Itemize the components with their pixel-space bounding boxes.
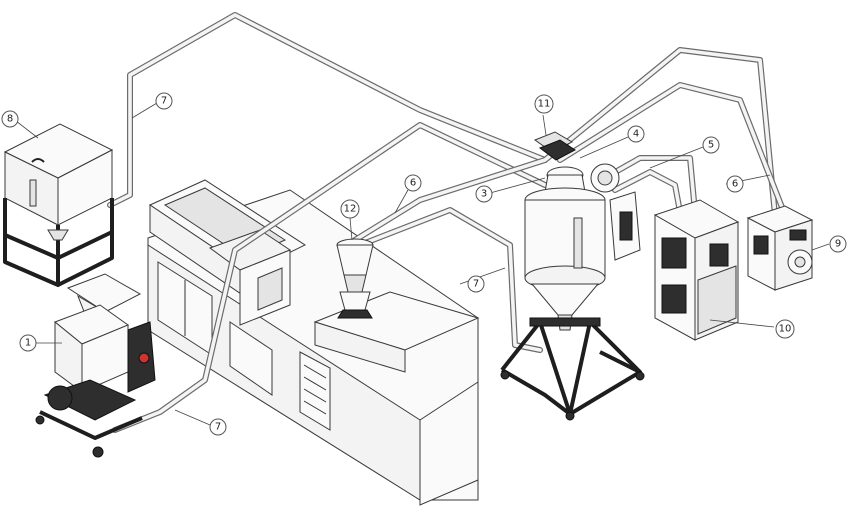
- callout-7-middle: 7: [467, 275, 485, 293]
- callout-label: 4: [633, 129, 639, 140]
- callout-8: 8: [1, 110, 19, 128]
- machine-hopper-loader: [336, 238, 374, 319]
- callout-label: 10: [779, 324, 792, 335]
- callout-6-top: 6: [404, 174, 422, 192]
- vacuum-blower: [746, 205, 814, 291]
- callout-12: 12: [340, 199, 360, 219]
- callout-3: 3: [475, 185, 493, 203]
- callout-9: 9: [829, 235, 847, 253]
- dehumidifier: [653, 199, 740, 341]
- callout-label: 9: [835, 239, 841, 250]
- granulator: [35, 273, 156, 458]
- callout-1: 1: [19, 334, 37, 352]
- callout-label: 5: [708, 140, 714, 151]
- callout-label: 7: [161, 96, 167, 107]
- conveying-pipes: [107, 12, 788, 433]
- callout-label: 8: [7, 114, 13, 125]
- callout-label: 1: [25, 338, 31, 349]
- callout-6-right: 6: [726, 175, 744, 193]
- callout-7-top: 7: [155, 92, 173, 110]
- callout-label: 12: [344, 204, 357, 215]
- callout-10: 10: [775, 319, 795, 339]
- callout-4: 4: [627, 125, 645, 143]
- callout-label: 11: [538, 99, 551, 110]
- leader-lines: [15, 102, 830, 426]
- callout-label: 7: [473, 279, 479, 290]
- injection-molding-machine: [147, 179, 480, 506]
- callout-label: 3: [481, 189, 487, 200]
- callout-label: 7: [215, 422, 221, 433]
- storage-bin: [3, 123, 114, 287]
- callout-11: 11: [534, 94, 554, 114]
- callout-5: 5: [702, 136, 720, 154]
- dryer-hopper: [500, 131, 645, 421]
- callout-7-bottom: 7: [209, 418, 227, 436]
- callout-label: 6: [732, 179, 738, 190]
- callout-label: 6: [410, 178, 416, 189]
